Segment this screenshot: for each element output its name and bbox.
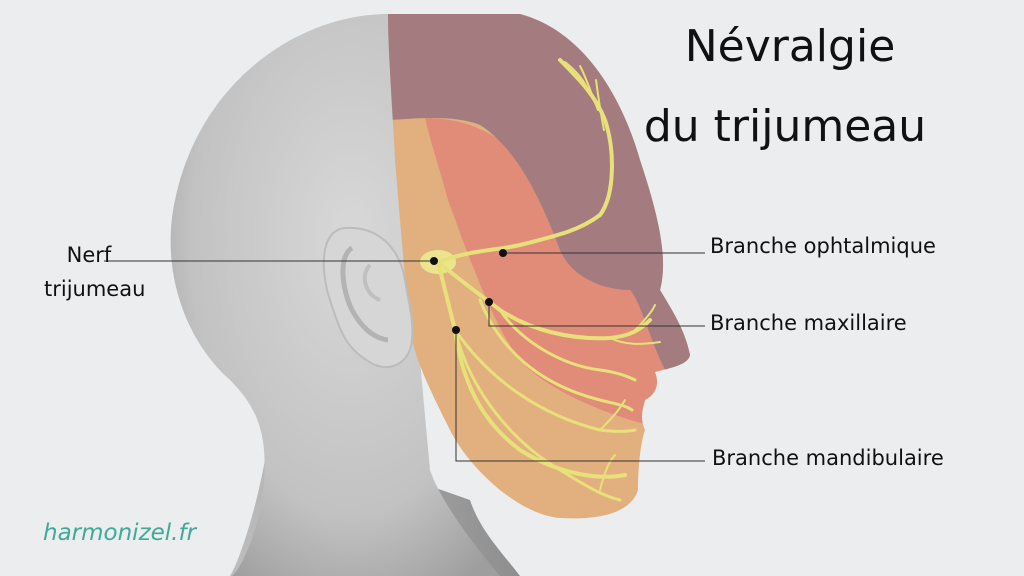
- label-nerf-line-1: Nerf: [66, 243, 112, 267]
- title-line-2: du trijumeau: [643, 101, 927, 152]
- trigeminal-nerve: [420, 58, 661, 502]
- leader-lines: [104, 252, 705, 462]
- nerve-markers: [430, 249, 507, 334]
- marker-mandibulaire: [452, 326, 460, 334]
- marker-ophtalmique: [499, 249, 507, 257]
- label-nerf-line-2: trijumeau: [44, 277, 146, 301]
- label-branche-mandibulaire: Branche mandibulaire: [712, 446, 944, 470]
- marker-nerf: [430, 257, 438, 265]
- label-branche-maxillaire: Branche maxillaire: [710, 311, 907, 335]
- marker-maxillaire: [485, 298, 493, 306]
- leader-mandibulaire: [455, 330, 705, 462]
- label-nerf-trijumeau: Nerf trijumeau: [44, 238, 146, 306]
- title-line-1: Névralgie: [684, 21, 896, 72]
- ear-shape: [322, 226, 414, 368]
- leader-maxillaire: [488, 302, 705, 327]
- brand-watermark: harmonizel.fr: [43, 520, 197, 546]
- label-branche-ophtalmique: Branche ophtalmique: [710, 234, 936, 258]
- zone-maxillaire: [425, 118, 690, 440]
